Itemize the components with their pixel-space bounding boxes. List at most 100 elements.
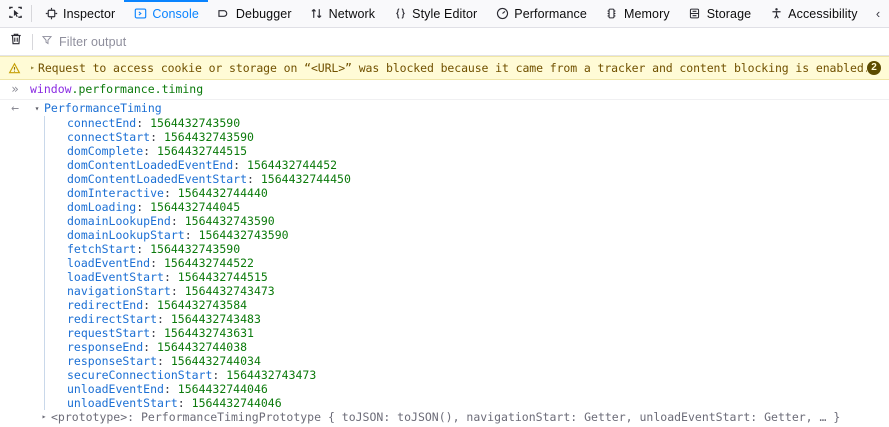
property-row: domainLookupEnd: 1564432743590 — [45, 214, 889, 228]
console-input-expression: window.performance.timing — [30, 82, 203, 97]
tab-debugger-label: Debugger — [235, 6, 292, 21]
property-key: loadEventStart — [67, 270, 164, 284]
property-colon: : — [212, 368, 227, 382]
property-value: 1564432744034 — [170, 354, 261, 368]
token-object: window — [30, 82, 72, 96]
property-value: 1564432743590 — [150, 242, 241, 256]
property-row: unloadEventEnd: 1564432744046 — [45, 382, 889, 396]
element-picker-icon — [8, 5, 23, 23]
toolbar-divider — [31, 5, 32, 22]
token-dot-2: . — [154, 82, 162, 96]
property-key: domContentLoadedEventEnd — [67, 158, 234, 172]
performance-icon — [495, 7, 509, 21]
property-value: 1564432744045 — [150, 200, 241, 214]
property-colon: : — [163, 186, 178, 200]
property-row: domainLookupStart: 1564432743590 — [45, 228, 889, 242]
filter-input-wrapper[interactable]: Filter output — [41, 32, 889, 52]
tab-debugger[interactable]: Debugger — [208, 0, 301, 27]
property-value: 1564432743590 — [184, 214, 275, 228]
tab-inspector[interactable]: Inspector — [35, 0, 124, 27]
object-inspector: ▾ PerformanceTiming connectEnd: 15644327… — [30, 101, 889, 424]
property-key: fetchStart — [67, 242, 137, 256]
property-row: navigationStart: 1564432743473 — [45, 284, 889, 298]
tab-storage[interactable]: Storage — [679, 0, 760, 27]
property-value: 1564432743473 — [226, 368, 317, 382]
property-row: responseStart: 1564432744034 — [45, 354, 889, 368]
warning-triangle-icon — [6, 62, 22, 75]
console-message-warning[interactable]: ▸ Request to access cookie or storage on… — [0, 56, 889, 80]
input-marker-icon: » — [11, 82, 19, 96]
prototype-text: <prototype>: PerformanceTimingPrototype … — [51, 410, 841, 424]
property-row: domComplete: 1564432744515 — [45, 144, 889, 158]
property-colon: : — [184, 228, 199, 242]
tab-console[interactable]: Console — [124, 0, 208, 27]
object-prototype-row[interactable]: ▸ <prototype>: PerformanceTimingPrototyp… — [30, 410, 889, 424]
property-colon: : — [136, 200, 151, 214]
tab-style-editor[interactable]: Style Editor — [384, 0, 486, 27]
tab-performance[interactable]: Performance — [486, 0, 596, 27]
tab-console-label: Console — [152, 6, 199, 21]
filter-divider — [32, 33, 33, 50]
property-colon: : — [143, 298, 158, 312]
clear-console-button[interactable] — [0, 32, 32, 51]
property-colon: : — [170, 214, 185, 228]
console-input-echo: » window.performance.timing — [0, 80, 889, 100]
console-icon — [133, 7, 147, 21]
prototype-expand-twisty[interactable]: ▸ — [41, 412, 47, 421]
property-value: 1564432744046 — [177, 382, 268, 396]
devtools-tab-strip: Inspector Console Debugger — [35, 0, 867, 27]
property-key: redirectStart — [67, 312, 158, 326]
property-row: responseEnd: 1564432744038 — [45, 340, 889, 354]
property-colon: : — [143, 340, 158, 354]
property-row: redirectEnd: 1564432743584 — [45, 298, 889, 312]
property-key: requestStart — [67, 326, 151, 340]
property-colon: : — [150, 326, 164, 340]
property-key: unloadEventEnd — [67, 382, 164, 396]
property-value: 1564432744038 — [157, 340, 248, 354]
property-key: responseStart — [67, 354, 158, 368]
property-value: 1564432744515 — [157, 144, 248, 158]
property-value: 1564432744522 — [163, 256, 254, 270]
property-key: loadEventEnd — [67, 256, 151, 270]
token-property-1: performance — [78, 82, 155, 96]
property-value: 1564432743584 — [157, 298, 248, 312]
storage-icon — [688, 7, 702, 21]
accessibility-icon — [769, 7, 783, 21]
inspector-icon — [44, 7, 58, 21]
property-row: requestStart: 1564432743631 — [45, 326, 889, 340]
toolbar-overflow-button[interactable]: ‹ — [867, 0, 889, 27]
tab-style-editor-label: Style Editor — [412, 6, 478, 21]
console-output-result: ← ▾ PerformanceTiming connectEnd: 156443… — [0, 100, 889, 426]
property-key: domComplete — [67, 144, 144, 158]
property-row: redirectStart: 1564432743483 — [45, 312, 889, 326]
property-colon: : — [150, 130, 164, 144]
property-colon: : — [136, 242, 151, 256]
tab-accessibility[interactable]: Accessibility — [760, 0, 866, 27]
property-colon: : — [163, 270, 178, 284]
filter-input[interactable]: Filter output — [59, 34, 127, 49]
property-colon: : — [150, 256, 164, 270]
tab-storage-label: Storage — [706, 6, 752, 21]
property-key: domContentLoadedEventStart — [67, 172, 248, 186]
property-colon: : — [163, 382, 178, 396]
tab-network[interactable]: Network — [301, 0, 385, 27]
tab-memory-label: Memory — [623, 6, 670, 21]
property-value: 1564432744440 — [177, 186, 268, 200]
warning-expand-twisty[interactable]: ▸ — [30, 63, 35, 72]
tab-memory[interactable]: Memory — [596, 0, 679, 27]
property-row: domLoading: 1564432744045 — [45, 200, 889, 214]
object-collapse-twisty[interactable]: ▾ — [34, 103, 40, 113]
property-key: domInteractive — [67, 186, 164, 200]
tab-accessibility-label: Accessibility — [788, 6, 858, 21]
object-header[interactable]: ▾ PerformanceTiming — [30, 101, 889, 116]
property-row: domInteractive: 1564432744440 — [45, 186, 889, 200]
property-value: 1564432744452 — [247, 158, 338, 172]
tab-network-label: Network — [328, 6, 376, 21]
tab-inspector-label: Inspector — [63, 6, 116, 21]
property-row: secureConnectionStart: 1564432743473 — [45, 368, 889, 382]
trash-icon — [9, 32, 23, 51]
element-picker-button[interactable] — [0, 0, 30, 27]
property-row: domContentLoadedEventStart: 156443274445… — [45, 172, 889, 186]
console-output: ▸ Request to access cookie or storage on… — [0, 56, 889, 426]
